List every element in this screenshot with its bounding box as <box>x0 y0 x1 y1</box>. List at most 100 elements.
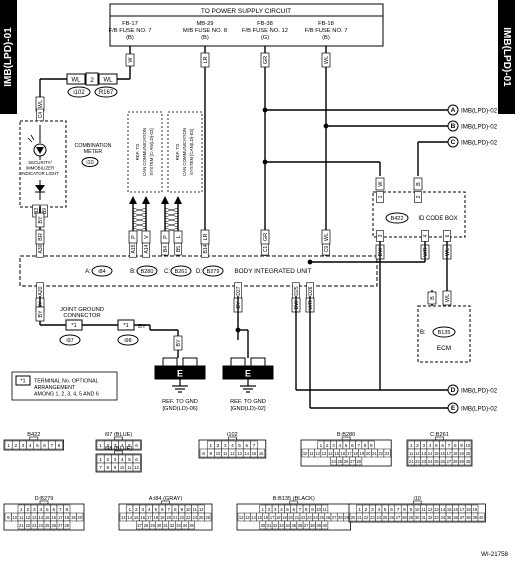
twist-mark <box>164 207 179 213</box>
wire-color-label: GR <box>263 56 269 64</box>
joint-ground-wire-tag: BY <box>173 335 183 351</box>
wire-color-label: L <box>176 235 182 238</box>
pin-number: 30 <box>466 459 471 464</box>
pinout-label: i102 <box>227 432 238 438</box>
pin-number: 22 <box>25 523 30 528</box>
pin-cell <box>132 440 141 450</box>
biu-outline <box>19 255 378 287</box>
jumper-right-box <box>98 73 118 85</box>
pin-number: 16 <box>453 507 458 512</box>
pin-number: 1 <box>261 507 264 512</box>
biu-conn-oval: B280 <box>136 265 158 277</box>
pin-number: 35 <box>189 523 194 528</box>
pin-number: 22 <box>301 515 306 520</box>
pin-number: 26 <box>205 515 210 520</box>
pin-number: 2 <box>326 443 329 448</box>
pin-number: 8 <box>106 465 109 470</box>
jumper-right-tag: WL <box>98 73 118 85</box>
pin-number: 12 <box>230 451 235 456</box>
ecm-pin-wl: WL <box>442 290 452 306</box>
pin-number: 1 <box>209 443 212 448</box>
pin-number: 36 <box>298 523 303 528</box>
can-ref-line: REF. TO <box>175 143 180 160</box>
connector-id: i97 <box>66 338 73 344</box>
pin-number-label: B14 <box>203 244 209 253</box>
pin-number: 6 <box>52 507 55 512</box>
pin-number: 28 <box>338 515 343 520</box>
pin-number: 23 <box>32 523 37 528</box>
ref-circle <box>447 402 459 414</box>
pin-number: 17 <box>147 515 152 520</box>
ground-terminal <box>230 357 246 367</box>
wire-color-label: BW <box>378 247 384 257</box>
twist-mark <box>132 212 147 218</box>
pin-number: 12 <box>428 507 433 512</box>
ref-circle <box>447 120 459 132</box>
meter-name-line: COMBINATION <box>75 143 112 149</box>
note-line: AMONG 1, 2, 3, 4, 5 AND 6 <box>34 392 99 398</box>
figure-id: WI-21758 <box>481 551 508 558</box>
pin-number: 24 <box>313 515 318 520</box>
pin-number: 16 <box>341 451 346 456</box>
pin-number: 15 <box>434 451 439 456</box>
pin-number-label: C9 <box>324 246 330 253</box>
pin-number: 9 <box>209 451 212 456</box>
pin-cell <box>321 520 329 530</box>
pin-number: 2 <box>14 443 17 448</box>
pin-number: 17 <box>447 451 452 456</box>
can-arrow-icon <box>142 196 150 204</box>
ground-ref-line: REF. TO GND <box>230 399 266 405</box>
id-pin-number: 6 <box>443 230 451 242</box>
jumper-conn-right: R167 <box>94 86 118 98</box>
biu-wire-color: V <box>141 230 151 244</box>
connector-oval <box>91 265 113 277</box>
pin-number: 12 <box>315 451 320 456</box>
pin-number: 3 <box>33 507 36 512</box>
connector-oval <box>117 334 139 346</box>
pin-number: 18 <box>453 451 458 456</box>
pin-number: 25 <box>383 515 388 520</box>
pin-number: 22 <box>415 459 420 464</box>
pin-cell <box>63 520 71 530</box>
pin-number: 6 <box>135 443 138 448</box>
pin-number: 2 <box>365 507 368 512</box>
wire-tag-box <box>35 229 45 245</box>
ground-letter: E <box>245 369 251 379</box>
right-section-tab: IMB(LPD)-01 <box>498 0 515 114</box>
ground-terminal <box>182 357 198 367</box>
connector-id: B279 <box>207 269 220 275</box>
ref-letter: E <box>451 405 456 412</box>
pin-number: 19 <box>360 451 365 456</box>
pin-number: 14 <box>38 515 43 520</box>
pin-number: 19 <box>473 507 478 512</box>
lamp-label-line: SECURITY/ <box>28 160 52 165</box>
wire-tag-box <box>375 177 385 191</box>
pin-number: 8 <box>403 507 406 512</box>
pin-number: 5 <box>46 507 49 512</box>
pin-number: 6 <box>135 457 138 462</box>
pin-number: 8 <box>202 451 205 456</box>
connector-id: B261 <box>175 269 188 275</box>
pin-number: 21 <box>173 515 178 520</box>
id-pin-number: 2 <box>414 191 422 203</box>
wire-color-label: P <box>131 235 137 239</box>
pin-number: 34 <box>183 523 188 528</box>
pin-number-label: A15 <box>131 244 137 253</box>
biu-conn-oval: B261 <box>170 265 192 277</box>
meter-diode-icon <box>35 185 45 192</box>
ref-circle <box>447 104 459 116</box>
connector-id: R167 <box>99 90 114 96</box>
pin-number: 6 <box>390 507 393 512</box>
wire-tag-box <box>160 230 170 244</box>
pin-number: 26 <box>440 459 445 464</box>
pin-number: 37 <box>460 515 465 520</box>
pinout-key <box>412 500 422 505</box>
pin-cell <box>355 456 363 466</box>
wire-color-label: BW <box>294 300 300 310</box>
